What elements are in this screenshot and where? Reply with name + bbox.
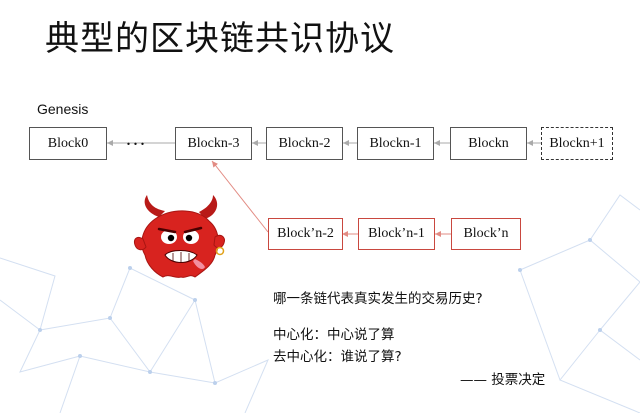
block-n-plus-1: Blockn+1 — [541, 127, 613, 160]
block-genesis: Block0 — [29, 127, 107, 160]
decentralized-text: 去中心化：谁说了算? — [273, 349, 402, 365]
answer-text: —— 投票决定 — [460, 372, 546, 388]
block-n-minus-2: Blockn-2 — [266, 127, 343, 160]
slide-title: 典型的区块链共识协议 — [45, 19, 395, 59]
devil-icon — [134, 195, 225, 278]
genesis-label: Genesis — [37, 101, 89, 117]
fork-block-n: Block’n — [451, 218, 521, 250]
fork-block-n-minus-1: Block’n-1 — [358, 218, 435, 250]
fork-block-n-minus-2: Block’n-2 — [268, 218, 343, 250]
question-text: 哪一条链代表真实发生的交易历史? — [273, 291, 483, 307]
centralized-text: 中心化：中心说了算 — [273, 327, 395, 343]
block-n: Blockn — [450, 127, 527, 160]
block-n-minus-3: Blockn-3 — [175, 127, 252, 160]
fork-link — [211, 160, 269, 233]
chain-ellipsis: ... — [126, 128, 147, 150]
block-n-minus-1: Blockn-1 — [357, 127, 434, 160]
